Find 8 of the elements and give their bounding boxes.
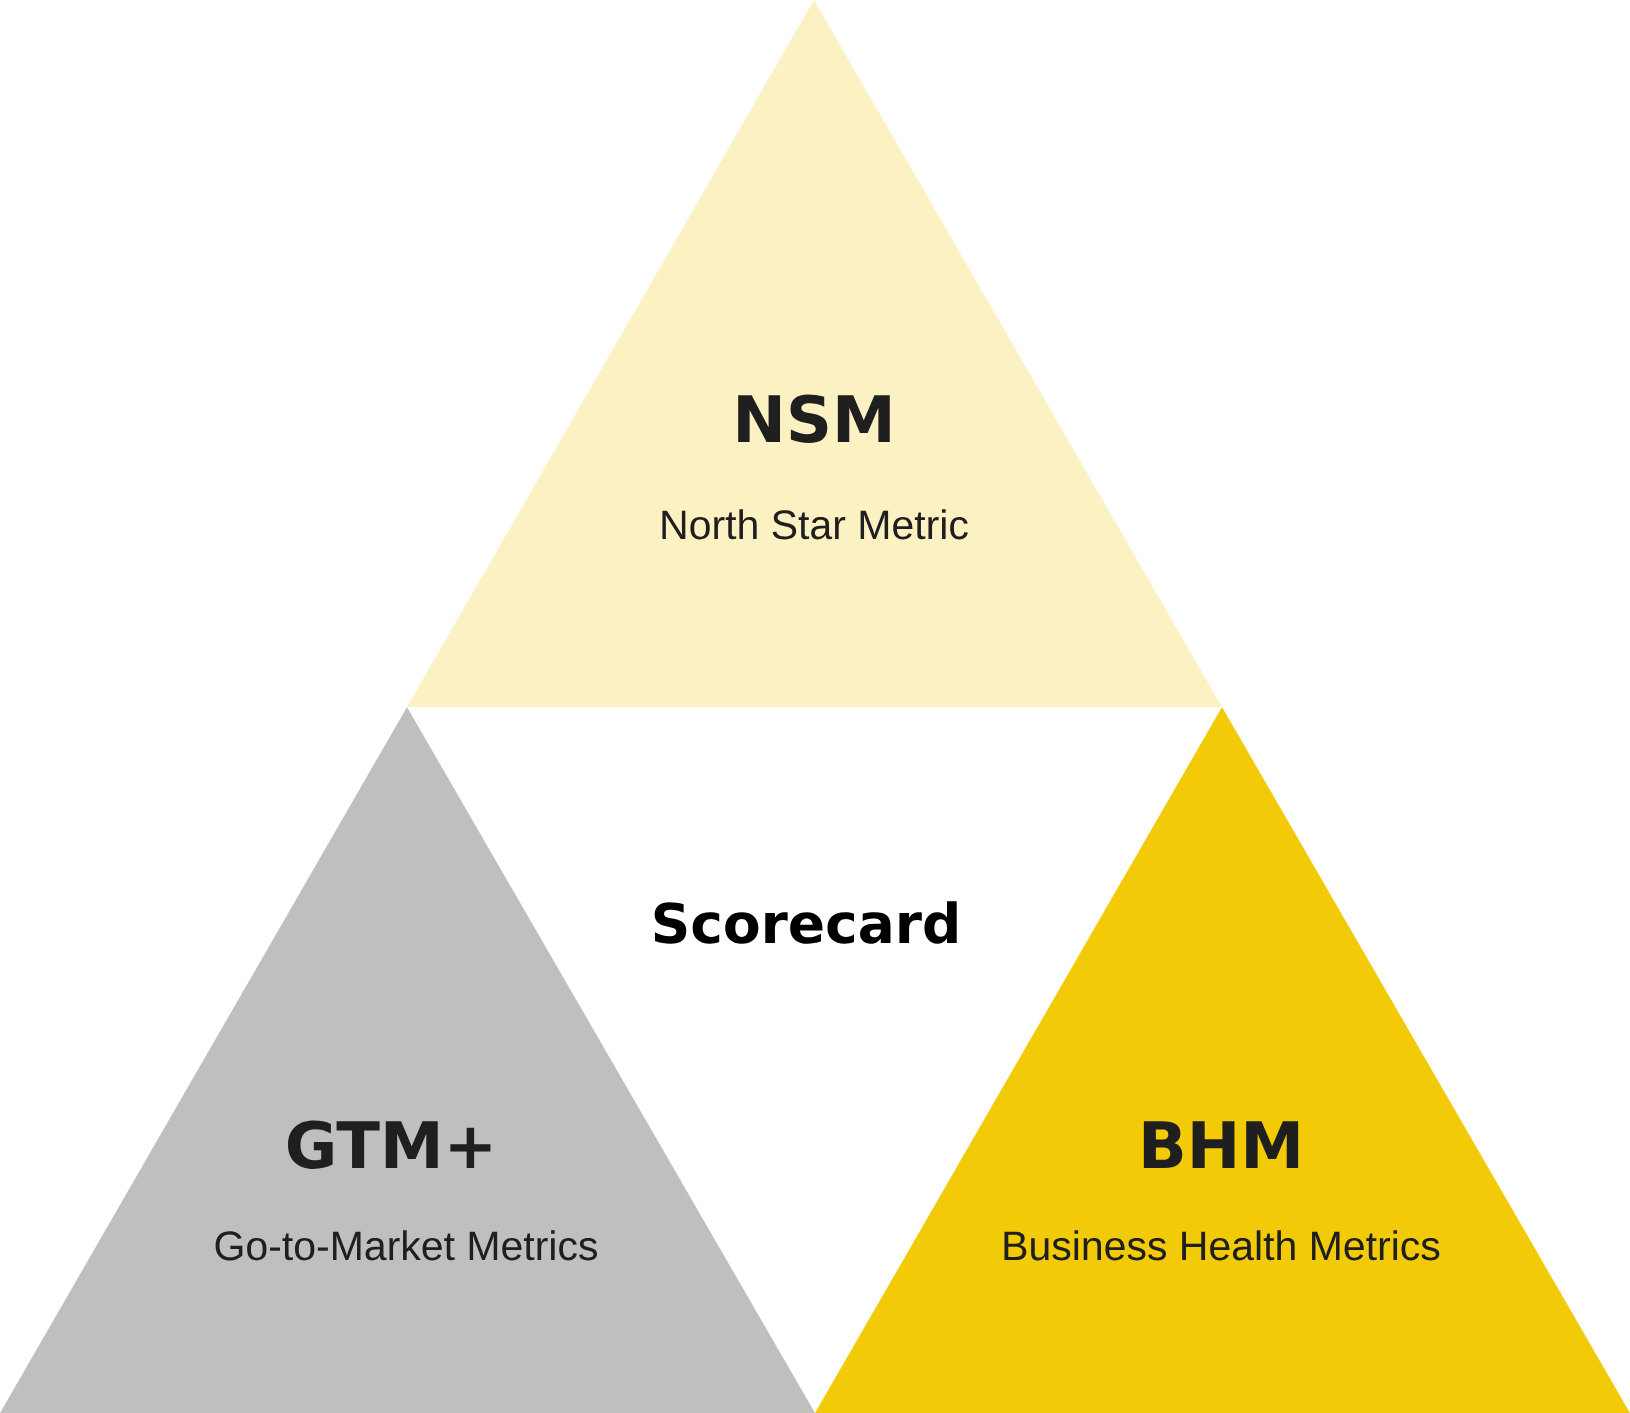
- subheading: Business Health Metrics: [1004, 1230, 1440, 1261]
- heading: GTM+: [288, 1120, 491, 1169]
- subheading: Go-to-Market Metrics: [215, 1230, 597, 1261]
- heading: NSM: [738, 394, 890, 443]
- subheading: North Star Metric: [662, 509, 968, 540]
- center-label: Scorecard: [654, 901, 957, 944]
- triangle: [407, 0, 1222, 707]
- heading: BHM: [1143, 1121, 1299, 1168]
